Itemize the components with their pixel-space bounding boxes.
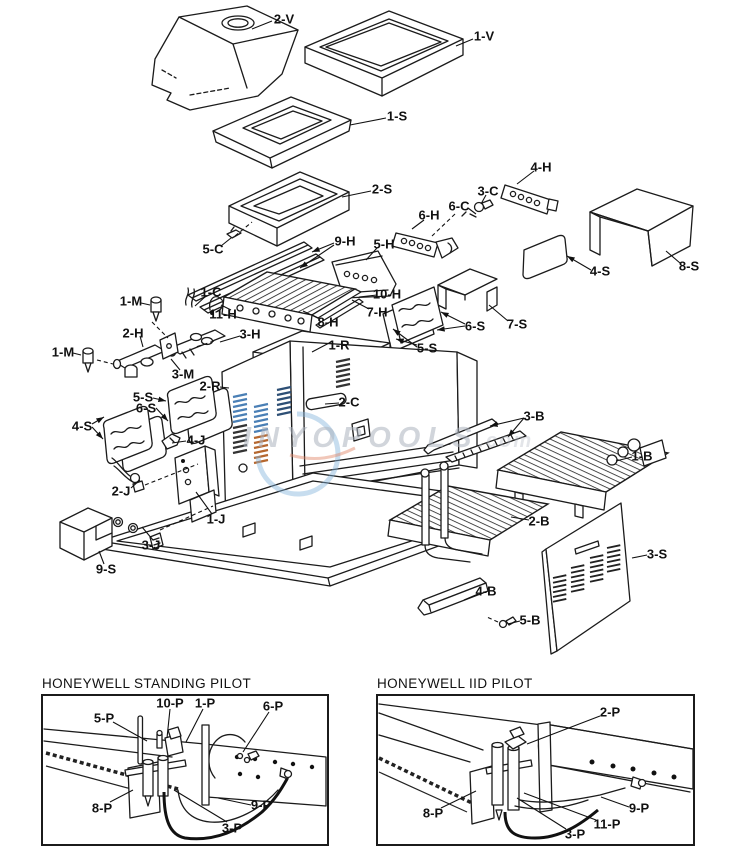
part-label-5-b: 5-B [519, 612, 541, 628]
part-label-3-c: 3-C [477, 183, 499, 199]
part-label-8-p: 8-P [91, 800, 113, 816]
part-label-3-p: 3-P [221, 820, 243, 836]
part-label-1-v: 1-V [473, 28, 495, 44]
part-label-4-j: 4-J [186, 432, 206, 448]
part-label-4-h: 4-H [530, 159, 552, 175]
part-label-2-h: 2-H [122, 325, 144, 341]
leader-lines [72, 20, 681, 625]
part-orifice-1m-left [82, 347, 94, 373]
part-label-9-p: 9-P [250, 797, 272, 813]
part-label-2-c: 2-C [338, 394, 360, 410]
part-collar-1s [212, 96, 352, 169]
part-label-6-s: 6-S [464, 318, 486, 334]
part-label-9-h: 9-H [334, 233, 356, 249]
part-nuts-3j [112, 516, 164, 550]
part-label-1-b: 1-B [631, 448, 653, 464]
part-label-3-p: 3-P [564, 826, 586, 842]
part-heat-exchanger-8h [221, 271, 364, 333]
part-plate-3m [159, 332, 179, 360]
part-label-8-p: 8-P [422, 805, 444, 821]
part-box-frame-2s [228, 171, 350, 247]
part-label-1-r: 1-R [328, 337, 350, 353]
part-label-9-p: 9-P [628, 800, 650, 816]
part-label-1-p: 1-P [194, 695, 216, 711]
part-label-6-p: 6-P [262, 698, 284, 714]
part-gaskets-left-lower [102, 405, 167, 473]
part-label-10-p: 10-P [156, 695, 184, 711]
part-label-1-c: 1-C [200, 284, 222, 300]
part-hood-8s [589, 188, 694, 267]
part-top-lid-1v [304, 10, 464, 97]
part-label-11-h: 11-H [209, 306, 237, 322]
part-label-1-j: 1-J [206, 511, 226, 527]
part-gaskets-right [382, 286, 444, 353]
part-label-4-s: 4-S [71, 418, 93, 434]
part-burner-5h [331, 250, 397, 299]
part-label-10-h: 10-H [372, 286, 402, 302]
part-screw-5b [486, 616, 517, 629]
part-clip-5c [226, 226, 242, 239]
part-label-2-s: 2-S [371, 181, 393, 197]
part-channel-9s [59, 507, 113, 561]
part-label-7-s: 7-S [506, 316, 528, 332]
part-bracket-1j [174, 445, 220, 523]
section-title-standing-pilot: HONEYWELL STANDING PILOT [42, 676, 252, 691]
part-label-8-s: 8-S [678, 258, 700, 274]
part-label-3-m: 3-M [171, 366, 195, 382]
part-label-6-h: 6-H [418, 207, 440, 223]
part-cabinet-body [221, 340, 478, 528]
part-label-3-b: 3-B [523, 408, 545, 424]
part-label-4-s: 4-S [589, 263, 611, 279]
figure-standing-pilot [41, 694, 329, 846]
part-burner-4h [500, 184, 559, 215]
part-label-5-h: 5-H [373, 236, 395, 252]
part-label-5-s: 5-S [416, 340, 438, 356]
part-burner-tray-1b [495, 431, 670, 519]
part-bracket-7s [437, 268, 498, 312]
part-manifold-2b [387, 461, 550, 563]
part-label-3-s: 3-S [646, 546, 668, 562]
part-label-1-m: 1-M [119, 293, 143, 309]
section-title-iid-pilot: HONEYWELL IID PILOT [377, 676, 533, 691]
part-label-8-h: 8-H [317, 314, 339, 330]
part-pilot-orifice-3c [461, 199, 494, 218]
part-manifold-2h [112, 344, 166, 378]
part-label-5-c: 5-C [202, 241, 224, 257]
part-label-2-b: 2-B [528, 513, 550, 529]
part-label-4-b: 4-B [475, 583, 497, 599]
part-wires-1c-11h [184, 287, 224, 315]
part-rail-4b [417, 577, 489, 616]
part-orifice-1m-top [150, 296, 162, 322]
part-label-2-p: 2-P [599, 704, 621, 720]
part-label-2-r: 2-R [199, 378, 221, 394]
part-panel-4s-right [522, 234, 568, 280]
part-burner-6h [391, 232, 459, 259]
part-wing-4j [161, 433, 181, 450]
part-label-7-h: 7-H [366, 304, 388, 320]
part-label-3-j: 3-J [141, 537, 161, 553]
part-label-5-p: 5-P [93, 710, 115, 726]
part-label-5-s: 5-S [132, 389, 154, 405]
part-label-3-h: 3-H [239, 326, 261, 342]
part-rods-3b [423, 418, 527, 463]
figure-iid-pilot [376, 694, 695, 846]
part-louver-panel-3s [541, 502, 631, 655]
part-label-1-s: 1-S [386, 108, 408, 124]
part-gaskets-left-upper [166, 375, 233, 445]
part-label-6-s: 6-S [135, 400, 157, 416]
part-label-11-p: 11-P [593, 816, 621, 832]
part-label-2-v: 2-V [273, 11, 295, 27]
part-label-1-m: 1-M [51, 344, 75, 360]
part-vent-hood-2v [151, 5, 299, 111]
part-label-9-s: 9-S [95, 561, 117, 577]
part-label-6-c: 6-C [448, 198, 470, 214]
part-label-2-j: 2-J [111, 483, 131, 499]
